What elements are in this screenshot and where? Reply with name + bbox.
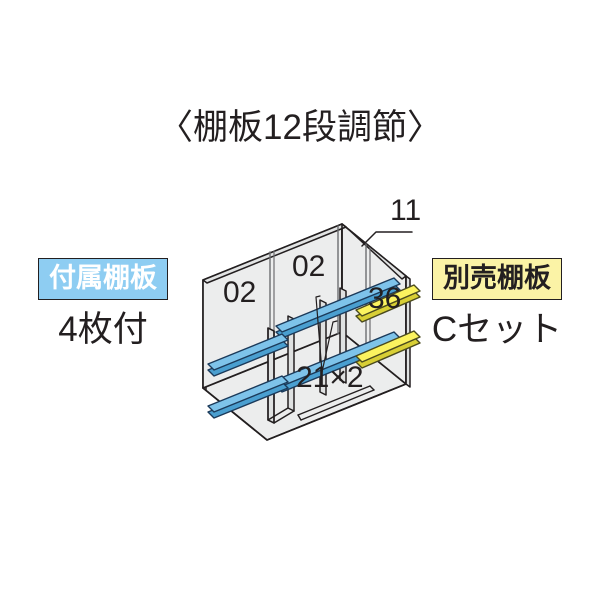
optional-shelf-panel: 別売棚板 Cセット: [402, 258, 592, 351]
page-title: 〈棚板12段調節〉: [158, 108, 442, 147]
callout-21x2: 21×2: [296, 361, 364, 394]
callout-11: 11: [390, 194, 421, 227]
leader-line-11: [361, 231, 413, 247]
blue-shelf-lower-left: [207, 375, 289, 419]
floor-track-detail-1: [297, 385, 371, 416]
yellow-shelf-lower: [355, 330, 421, 369]
included-shelf-count: 4枚付: [58, 310, 148, 349]
cabinet-top-rim-right: [341, 223, 407, 280]
callout-36: 36: [368, 282, 401, 315]
floor-track-detail-3: [297, 414, 302, 421]
included-shelf-panel: 付属棚板 4枚付: [8, 258, 198, 351]
blue-shelf-upper-left: [207, 333, 289, 377]
center-frame-bottom-rail-2: [267, 407, 289, 421]
center-frame-bottom-rail: [273, 410, 295, 424]
optional-shelf-badge: 別売棚板: [432, 258, 562, 300]
cabinet-diagram: 11 02 02 36 21×2: [170, 180, 450, 460]
cabinet-diagram-svg: 11 02 02 36 21×2: [202, 194, 421, 441]
included-shelf-badge: 付属棚板: [38, 258, 168, 300]
leader-line-21x2-b: [321, 320, 338, 373]
leader-line-21x2-a: [315, 295, 323, 373]
yellow-shelf-upper: [355, 284, 421, 323]
floor-track-detail-2: [300, 389, 375, 421]
callout-back-left-02: 02: [223, 276, 256, 309]
floor-track-detail-4: [369, 385, 375, 391]
optional-shelf-set: Cセット: [431, 310, 563, 349]
callout-back-center-02: 02: [292, 250, 325, 283]
